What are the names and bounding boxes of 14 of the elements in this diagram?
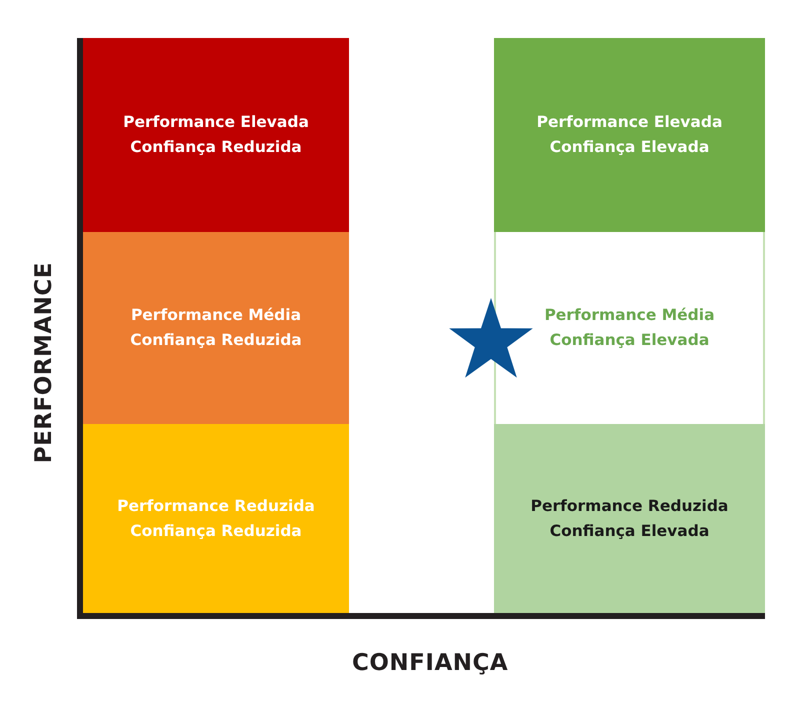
- quadrant-label: Performance Elevada Confiança Reduzida: [122, 112, 310, 158]
- quadrant-label: Performance Reduzida Confiança Elevada: [530, 496, 730, 542]
- quadrant-panel: [83, 424, 349, 613]
- quadrant-panel: [494, 424, 765, 613]
- quadrant-panel: [494, 232, 765, 424]
- quadrant-panel: [83, 38, 349, 232]
- axis-label: PERFORMANCE: [31, 262, 57, 464]
- axis-label: CONFIANÇA: [352, 650, 508, 676]
- quadrant-label: Performance Média Confiança Elevada: [543, 305, 716, 351]
- quadrant-label: Performance Média Confiança Reduzida: [129, 305, 303, 351]
- quadrant-panel: [494, 38, 765, 232]
- quadrant-panel: [83, 232, 349, 424]
- quadrant-label: Performance Elevada Confiança Elevada: [536, 112, 724, 158]
- quadrant-label: Performance Reduzida Confiança Reduzida: [116, 496, 316, 542]
